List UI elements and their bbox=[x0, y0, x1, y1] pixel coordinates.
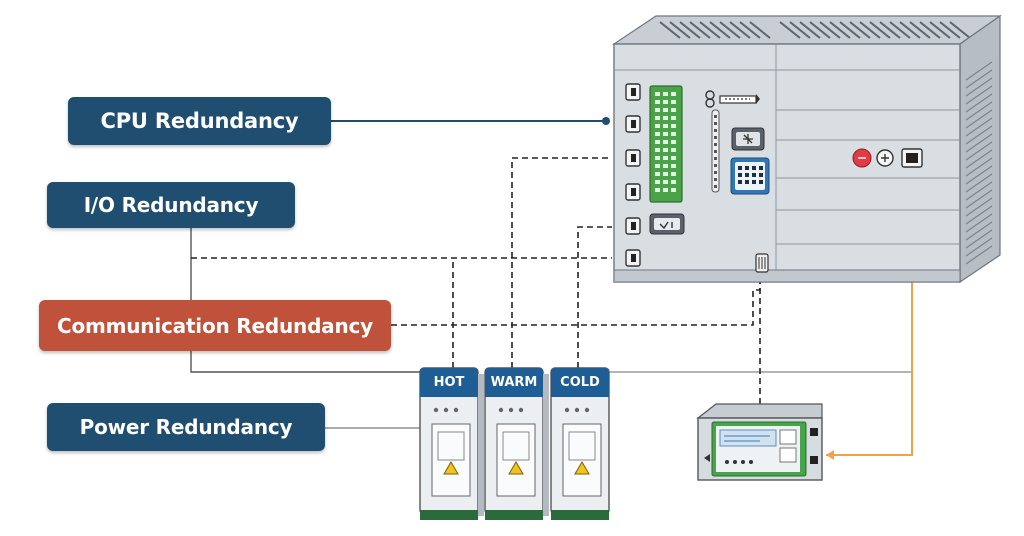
io-link-line bbox=[190, 228, 420, 373]
warm-dashed-line bbox=[511, 157, 612, 368]
top-vents bbox=[659, 21, 971, 39]
io-module bbox=[649, 85, 683, 203]
cpu-link-dot bbox=[602, 117, 610, 125]
warning-triangle-icon bbox=[508, 461, 524, 475]
hmi-controller bbox=[696, 403, 823, 481]
power-supplies bbox=[419, 367, 610, 520]
ps-warm-label: WARM bbox=[485, 368, 543, 397]
status-controls bbox=[852, 148, 923, 168]
ps-cold-label: COLD bbox=[551, 368, 609, 397]
io-ports bbox=[625, 83, 641, 267]
io-redundancy-label: I/O Redundancy bbox=[47, 182, 295, 228]
orange-wire-arrow bbox=[826, 450, 834, 460]
switch-module bbox=[649, 213, 685, 235]
cabinet-side bbox=[959, 14, 1001, 284]
warning-triangle-icon bbox=[443, 461, 459, 475]
plc-cabinet bbox=[612, 14, 1002, 284]
side-vents bbox=[965, 61, 993, 265]
warning-triangle-icon bbox=[574, 461, 590, 475]
cold-dashed-line bbox=[577, 226, 612, 368]
ps-hot-label: HOT bbox=[420, 368, 478, 397]
cpu-redundancy-label: CPU Redundancy bbox=[68, 97, 331, 145]
communication-redundancy-label: Communication Redundancy bbox=[39, 300, 391, 351]
power-redundancy-label: Power Redundancy bbox=[47, 403, 325, 451]
ps-warm bbox=[484, 367, 549, 520]
cabinet-top bbox=[612, 15, 1002, 45]
cpu-panel bbox=[705, 90, 770, 273]
ps-hot bbox=[419, 367, 484, 520]
